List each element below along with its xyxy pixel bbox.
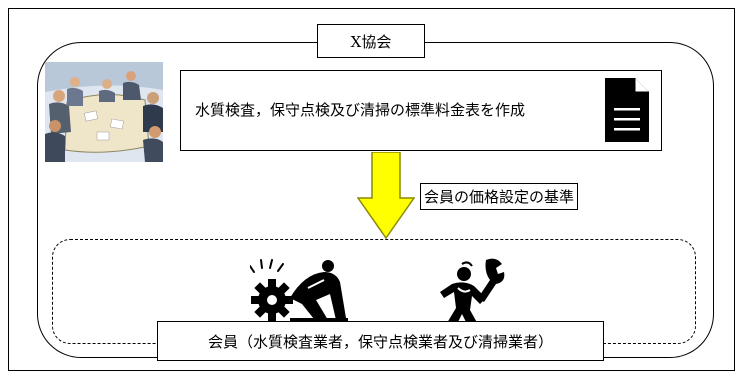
document-icon — [605, 78, 649, 142]
wrench-worker-icon — [440, 258, 505, 330]
meeting-people-icon — [45, 62, 163, 162]
pricing-basis-label: 会員の価格設定の基準 — [420, 183, 579, 210]
diagram-frame — [8, 8, 735, 371]
gear-worker-icon — [250, 259, 348, 324]
down-arrow-icon — [357, 152, 415, 240]
task-text: 水質検査，保守点検及び清掃の標準料金表を作成 — [195, 101, 526, 119]
task-box: 水質検査，保守点検及び清掃の標準料金表を作成 — [180, 70, 662, 151]
association-title: X協会 — [317, 24, 425, 58]
members-label: 会員（水質検査業者，保守点検業者及び清掃業者） — [157, 321, 604, 361]
